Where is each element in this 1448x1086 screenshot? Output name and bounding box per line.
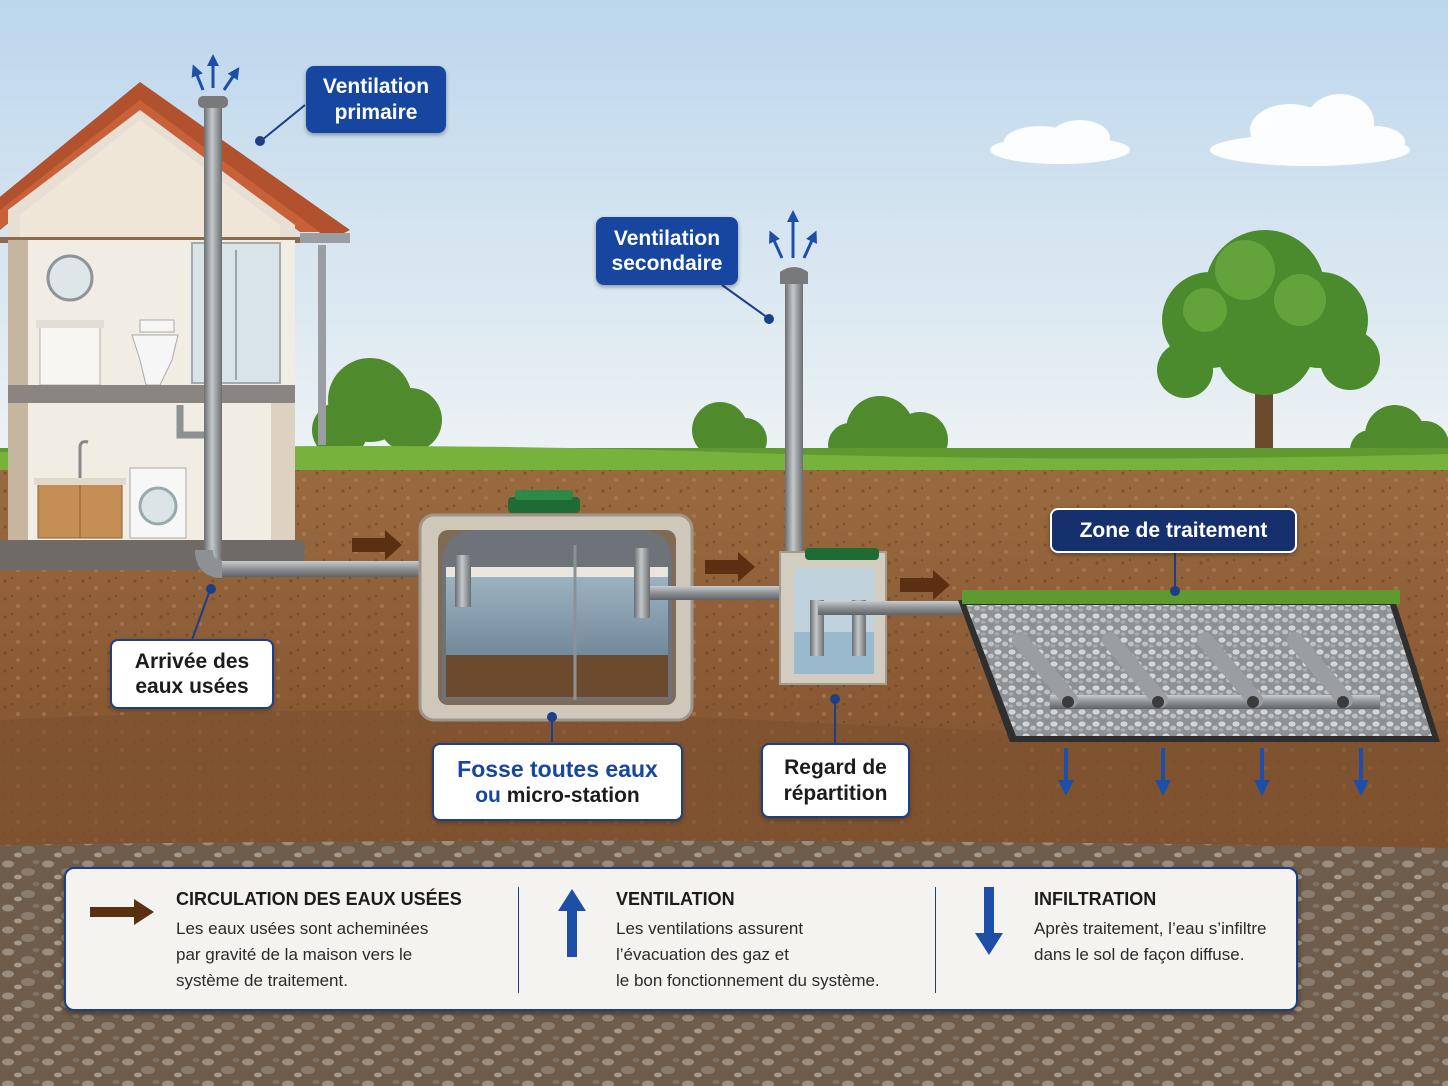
- label-arrivee-eaux-usees: Arrivée des eaux usées: [110, 639, 274, 709]
- legend-separator: [518, 887, 519, 993]
- legend-line: système de traitement.: [176, 971, 348, 990]
- fosse-line-1: Fosse toutes eaux: [457, 755, 658, 782]
- label-regard: Regard de répartition: [761, 743, 910, 818]
- legend-line: dans le sol de façon diffuse.: [1034, 945, 1245, 964]
- label-ventilation-primaire: Ventilation primaire: [306, 66, 446, 133]
- fosse-line-2-micro: micro-station: [500, 784, 640, 808]
- label-line: répartition: [783, 781, 888, 805]
- distribution-box: [779, 548, 887, 685]
- label-fosse: Fosse toutes eaux ou micro-station: [432, 743, 683, 821]
- legend-ventilation: VENTILATION Les ventilations assurent l’…: [519, 869, 934, 1009]
- legend-circulation: CIRCULATION DES EAUX USÉES Les eaux usée…: [66, 869, 516, 1009]
- house: [0, 82, 350, 570]
- fosse-line-2-ou: ou: [475, 784, 501, 808]
- label-line: secondaire: [611, 252, 723, 275]
- treatment-zone: [958, 590, 1440, 742]
- legend-title: CIRCULATION DES EAUX USÉES: [176, 889, 462, 909]
- legend-infiltration: INFILTRATION Après traitement, l’eau s’i…: [936, 869, 1296, 1009]
- legend-text: Les eaux usées sont acheminées par gravi…: [176, 916, 428, 994]
- legend-line: par gravité de la maison vers le: [176, 945, 413, 964]
- label-line: Ventilation: [613, 226, 721, 250]
- legend-line: l’évacuation des gaz et: [616, 945, 789, 964]
- legend-title: INFILTRATION: [1034, 889, 1157, 909]
- tree: [1157, 230, 1380, 470]
- legend-title: VENTILATION: [616, 889, 735, 909]
- label-line: Regard de: [784, 756, 887, 780]
- label-line: primaire: [334, 100, 418, 124]
- legend-line: le bon fonctionnement du système.: [616, 971, 880, 990]
- fosse-line-2: ou micro-station: [475, 783, 640, 808]
- label-line: Ventilation: [322, 75, 430, 99]
- legend: CIRCULATION DES EAUX USÉES Les eaux usée…: [64, 867, 1298, 1011]
- blue-arrow-down-icon: [975, 887, 1003, 955]
- septic-tank: [418, 490, 694, 722]
- legend-text: Les ventilations assurent l’évacuation d…: [616, 916, 880, 994]
- label-line: eaux usées: [135, 675, 249, 698]
- legend-line: Les ventilations assurent: [616, 919, 804, 938]
- label-zone-traitement: Zone de traitement: [1050, 508, 1297, 553]
- blue-arrow-up-icon: [558, 889, 586, 957]
- label-line: Arrivée des: [134, 649, 250, 673]
- label-line: Zone de traitement: [1079, 518, 1268, 542]
- legend-text: Après traitement, l’eau s’infiltre dans …: [1034, 916, 1266, 968]
- legend-line: Les eaux usées sont acheminées: [176, 919, 429, 938]
- label-ventilation-secondaire: Ventilation secondaire: [596, 217, 738, 285]
- legend-line: Après traitement, l’eau s’infiltre: [1034, 919, 1267, 938]
- legend-separator: [935, 887, 936, 993]
- brown-arrow-right-icon: [90, 899, 154, 925]
